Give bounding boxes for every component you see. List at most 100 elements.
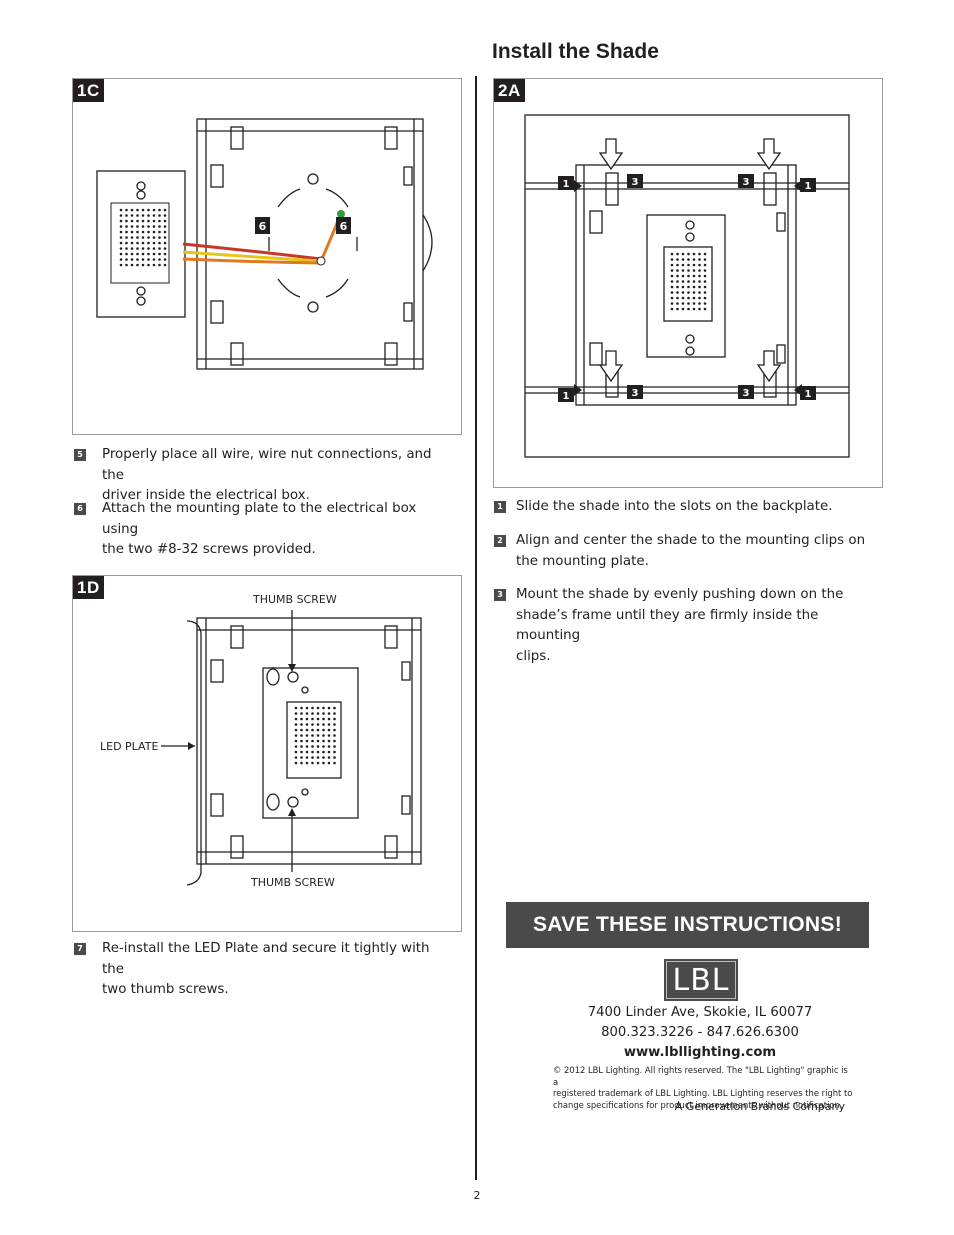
led-dot bbox=[681, 285, 685, 289]
led-dot bbox=[670, 280, 674, 283]
step-1: 1 Slide the shade into the slots on the … bbox=[494, 497, 884, 519]
led-dot bbox=[294, 745, 298, 748]
led-dot bbox=[163, 214, 167, 217]
led-dot bbox=[136, 252, 139, 256]
led-dot bbox=[119, 219, 123, 223]
led-dot bbox=[163, 219, 167, 223]
led-dot bbox=[322, 734, 325, 737]
led-dot bbox=[147, 252, 150, 256]
figure-tag-2a: 2A bbox=[494, 79, 525, 102]
led-dot bbox=[125, 214, 128, 217]
led-dot bbox=[703, 285, 707, 289]
led-dot bbox=[333, 761, 336, 765]
led-dot bbox=[698, 258, 701, 261]
led-dot bbox=[300, 750, 303, 754]
led-dot bbox=[311, 723, 314, 726]
led-dot bbox=[136, 241, 139, 245]
led-dot bbox=[305, 756, 309, 759]
led-dot bbox=[676, 280, 679, 283]
led-dot bbox=[327, 761, 331, 765]
led-dot bbox=[125, 258, 128, 261]
led-dot bbox=[130, 258, 134, 261]
callout-3: 3 bbox=[632, 177, 639, 188]
led-dot bbox=[305, 761, 309, 765]
led-dot bbox=[119, 247, 123, 250]
led-dot bbox=[130, 214, 134, 217]
callout-3: 3 bbox=[743, 177, 750, 188]
company-tagline: A Generation Brands Company bbox=[674, 1100, 845, 1113]
callout-1: 1 bbox=[563, 391, 570, 402]
led-plate-label: LED PLATE bbox=[100, 740, 158, 753]
led-dot bbox=[163, 258, 167, 261]
led-dot bbox=[311, 717, 314, 721]
led-dot bbox=[327, 706, 331, 710]
led-dot bbox=[147, 208, 150, 212]
led-dot bbox=[130, 219, 134, 223]
led-dot bbox=[322, 728, 325, 732]
led-dot bbox=[327, 723, 331, 726]
led-dot bbox=[316, 739, 320, 743]
led-dot bbox=[158, 241, 161, 245]
led-dot bbox=[130, 236, 134, 239]
led-dot bbox=[141, 258, 145, 261]
led-dot bbox=[163, 225, 167, 228]
led-dot bbox=[333, 712, 336, 715]
led-dot bbox=[305, 745, 309, 748]
led-dot bbox=[316, 756, 320, 759]
led-dot bbox=[692, 274, 696, 278]
led-dot bbox=[147, 214, 150, 217]
led-dot bbox=[294, 717, 298, 721]
legal-line: change specifications for product improv… bbox=[553, 1099, 843, 1110]
led-dot bbox=[152, 236, 156, 239]
led-dot bbox=[687, 258, 690, 261]
led-dot bbox=[670, 291, 674, 294]
led-dot bbox=[152, 225, 156, 228]
address: 7400 Linder Ave, Skokie, IL 60077 bbox=[587, 1005, 813, 1020]
led-dot bbox=[703, 307, 707, 311]
led-dot bbox=[300, 706, 303, 710]
led-dot bbox=[322, 712, 325, 715]
led-dot bbox=[136, 230, 139, 234]
led-dot bbox=[305, 712, 309, 715]
led-dot bbox=[294, 728, 298, 732]
led-dot bbox=[698, 296, 701, 300]
led-dot bbox=[300, 756, 303, 759]
led-dot bbox=[125, 241, 128, 245]
led-dot bbox=[130, 241, 134, 245]
led-dot bbox=[333, 723, 336, 726]
website-link[interactable]: www.lbllighting.com bbox=[623, 1045, 777, 1060]
led-dot bbox=[333, 739, 336, 743]
figure-2a-drawing: 1 3 3 1 1 3 3 1 bbox=[524, 114, 850, 458]
led-dot bbox=[125, 236, 128, 239]
led-dot bbox=[119, 208, 123, 212]
step-text: Attach the mounting plate to the electri… bbox=[102, 501, 417, 537]
led-dot bbox=[305, 750, 309, 754]
thumb-screw-label-top: THUMB SCREW bbox=[252, 593, 337, 606]
led-dot bbox=[305, 728, 309, 732]
thumb-screw-label-bottom: THUMB SCREW bbox=[250, 876, 335, 889]
led-dot bbox=[147, 225, 150, 228]
led-dot bbox=[670, 274, 674, 278]
led-dot bbox=[305, 723, 309, 726]
phone-numbers: 800.323.3226 - 847.626.6300 bbox=[601, 1025, 799, 1040]
led-dot bbox=[316, 745, 320, 748]
led-dot bbox=[676, 274, 679, 278]
led-dot bbox=[158, 208, 161, 212]
step-text: Re-install the LED Plate and secure it t… bbox=[102, 941, 430, 977]
led-dot bbox=[670, 258, 674, 261]
led-dot bbox=[136, 258, 139, 261]
led-dot bbox=[333, 717, 336, 721]
led-dot bbox=[670, 307, 674, 311]
step-text: Mount the shade by evenly pushing down o… bbox=[516, 587, 844, 602]
led-dot bbox=[163, 263, 167, 267]
led-dot bbox=[698, 263, 701, 267]
led-dot bbox=[147, 247, 150, 250]
led-dot bbox=[130, 230, 134, 234]
led-dot bbox=[681, 280, 685, 283]
figure-1c: 1C 6 bbox=[72, 78, 462, 435]
led-dot bbox=[681, 291, 685, 294]
figure-1d-drawing: THUMB SCREW THUMB SCREW LED PLATE bbox=[100, 593, 422, 889]
led-dot bbox=[333, 734, 336, 737]
led-dot bbox=[136, 236, 139, 239]
step-number: 2 bbox=[494, 535, 506, 547]
